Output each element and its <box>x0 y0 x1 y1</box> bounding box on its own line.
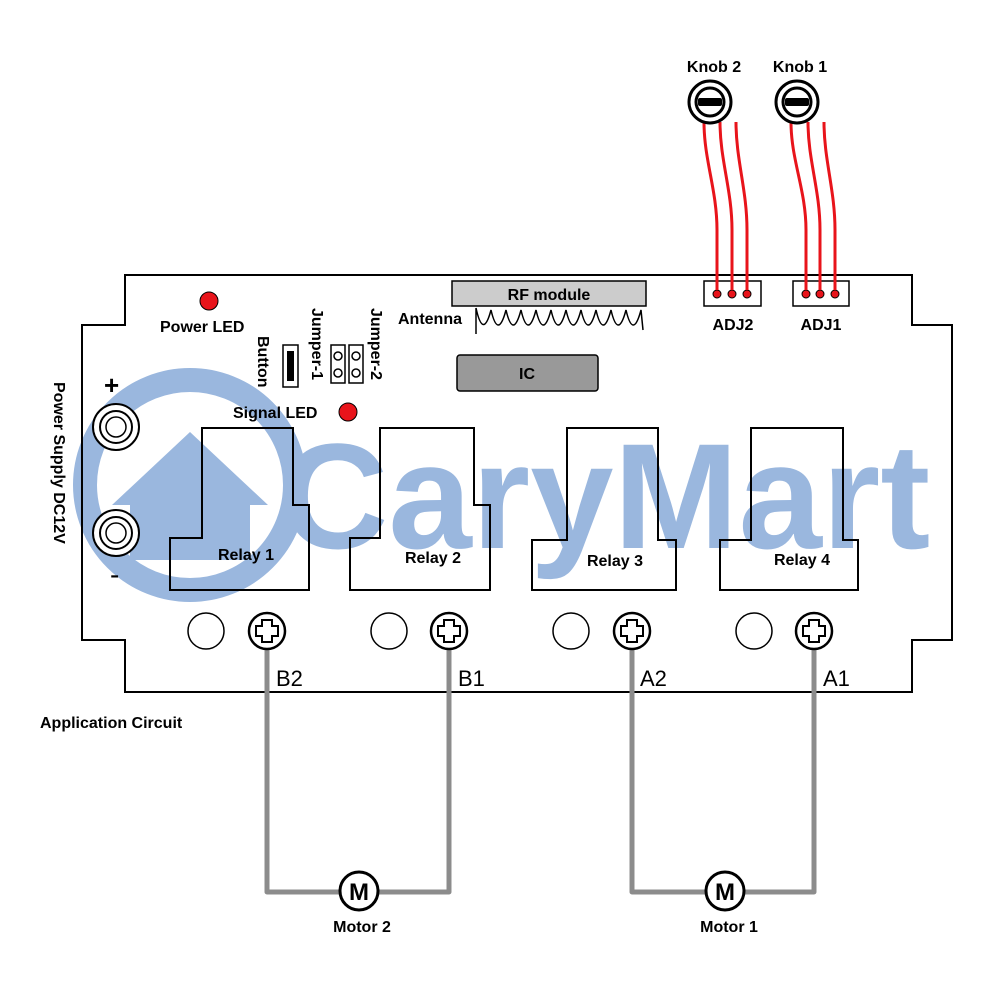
jumper1-label: Jumper-1 <box>308 308 325 380</box>
watermark: CaryMart <box>73 368 930 602</box>
power-terminal-minus <box>92 509 140 557</box>
relay-4 <box>719 427 859 591</box>
minus-label: - <box>110 559 119 590</box>
button-switch-body <box>287 351 294 381</box>
relay-3 <box>531 427 677 591</box>
screw-terminal-a2 <box>612 611 652 651</box>
knob2-label: Knob 2 <box>687 59 741 76</box>
relay-1 <box>169 427 310 591</box>
motor2: M <box>338 870 380 912</box>
power-led-label: Power LED <box>160 319 244 336</box>
motor1-wiring <box>629 640 817 895</box>
motor1: M <box>704 870 746 912</box>
screw-terminal-b2 <box>247 611 287 651</box>
terminal-b1-label: B1 <box>458 666 485 691</box>
terminal-b2-label: B2 <box>276 666 303 691</box>
watermark-house-icon <box>112 432 268 560</box>
motor2-symbol: M <box>349 879 369 906</box>
mounting-hole-2 <box>370 612 408 650</box>
ic-chip <box>456 354 599 392</box>
jumper2-label: Jumper-2 <box>367 308 384 380</box>
button-label: Button <box>254 336 271 388</box>
plus-label: + <box>104 370 119 400</box>
mounting-hole-3 <box>552 612 590 650</box>
knob1-wires <box>789 121 837 290</box>
adj2-header <box>703 280 762 307</box>
motor1-label: Motor 1 <box>700 919 758 936</box>
knob2 <box>687 79 733 125</box>
power-terminal-plus <box>92 403 140 451</box>
screw-terminal-a1 <box>794 611 834 651</box>
power-supply-label: Power Supply DC12V <box>50 382 67 544</box>
signal-led <box>338 402 358 422</box>
rf-module-label: RF module <box>508 287 591 304</box>
terminal-a2-label: A2 <box>640 666 667 691</box>
motor2-wiring <box>264 640 452 895</box>
ic-label: IC <box>519 366 535 383</box>
power-led <box>199 291 219 311</box>
knob1-label: Knob 1 <box>773 59 827 76</box>
relay-1-label: Relay 1 <box>218 547 274 564</box>
adj1-label: ADJ1 <box>801 317 842 334</box>
relay-3-label: Relay 3 <box>587 553 643 570</box>
jumper2 <box>348 344 364 384</box>
mounting-hole-4 <box>735 612 773 650</box>
screw-terminal-b1 <box>429 611 469 651</box>
terminal-a1-label: A1 <box>823 666 850 691</box>
knob1 <box>774 79 820 125</box>
relay-2-label: Relay 2 <box>405 550 461 567</box>
knob2-wires <box>702 121 749 290</box>
board-outline <box>81 274 953 693</box>
motor2-label: Motor 2 <box>333 919 391 936</box>
motor1-symbol: M <box>715 879 735 906</box>
watermark-text: CaryMart <box>280 412 930 580</box>
rf-module <box>451 280 647 307</box>
mounting-hole-1 <box>187 612 225 650</box>
antenna-coil <box>475 307 644 334</box>
relay-4-label: Relay 4 <box>774 552 830 569</box>
relay-2 <box>349 427 491 591</box>
signal-led-label: Signal LED <box>233 405 317 422</box>
jumper1 <box>330 344 346 384</box>
antenna-label: Antenna <box>398 311 462 328</box>
caption: Application Circuit <box>40 715 183 732</box>
adj2-label: ADJ2 <box>713 317 754 334</box>
